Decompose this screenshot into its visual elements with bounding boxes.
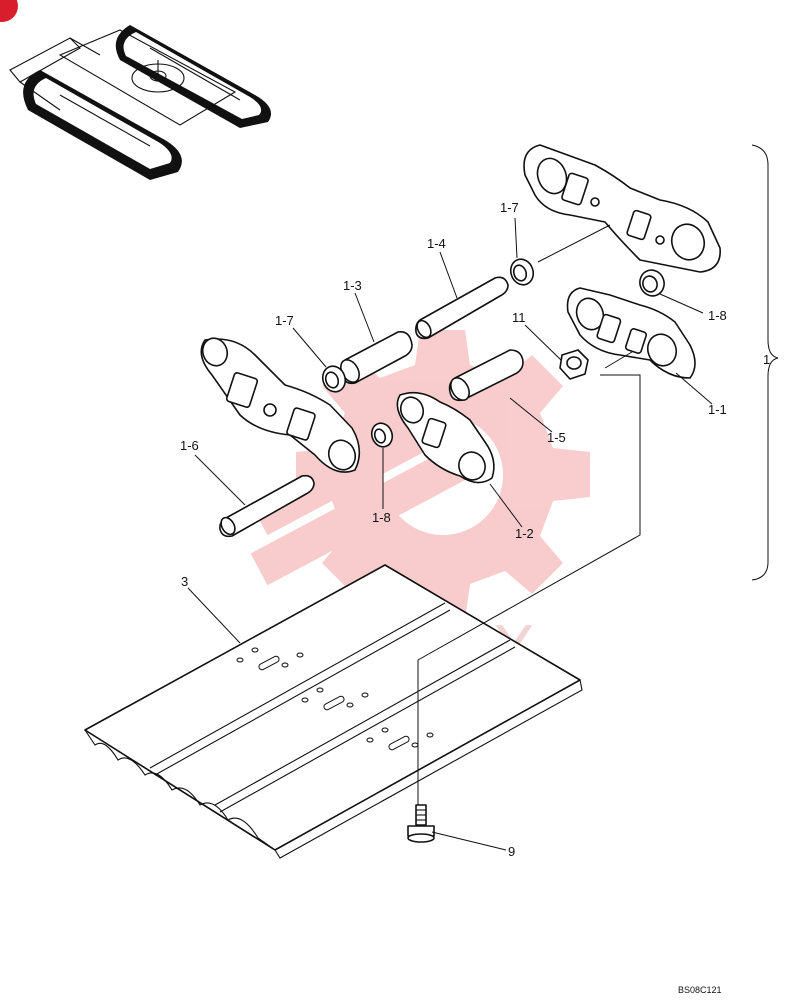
track-link-left xyxy=(200,337,361,473)
track-link-1-1 xyxy=(566,287,696,379)
callout-1-1: 1-1 xyxy=(708,402,727,417)
callout-9: 9 xyxy=(508,844,515,859)
track-link-upper xyxy=(523,144,721,273)
nut-11 xyxy=(559,349,589,380)
track-link-1-2 xyxy=(396,391,495,484)
seal-1-7-upper xyxy=(509,258,535,286)
pin-1-4 xyxy=(415,276,509,340)
callout-1-7-lower: 1-7 xyxy=(275,313,294,328)
pin-1-6 xyxy=(219,474,315,538)
track-shoe-plate xyxy=(84,564,583,859)
callout-1-8-right: 1-8 xyxy=(708,308,727,323)
seal-1-8-center xyxy=(370,422,394,448)
callout-1-7-upper: 1-7 xyxy=(500,200,519,215)
callout-11: 11 xyxy=(512,310,526,325)
corner-badge xyxy=(0,0,18,22)
seal-1-7-lower xyxy=(321,365,347,393)
callout-1-8-center: 1-8 xyxy=(372,510,391,525)
callout-1-4: 1-4 xyxy=(427,236,446,251)
seal-1-8-right xyxy=(639,269,665,297)
drawing-code: BS08C121 xyxy=(678,985,722,995)
callout-3: 3 xyxy=(181,574,188,589)
callout-1-5: 1-5 xyxy=(547,430,566,445)
callout-1: 1 xyxy=(763,352,770,367)
bushing-1-5 xyxy=(448,349,524,402)
callout-labels: 1-7 1-4 1-3 1-7 11 1-8 1 1-1 1-5 1-6 1-8… xyxy=(180,200,770,859)
bolt-9 xyxy=(407,804,435,843)
callout-1-6: 1-6 xyxy=(180,438,199,453)
leader-lines xyxy=(187,144,779,851)
gear-watermark-icon xyxy=(250,330,590,620)
machine-thumbnail xyxy=(9,25,272,180)
callout-1-3: 1-3 xyxy=(343,278,362,293)
callout-1-2: 1-2 xyxy=(515,526,534,541)
